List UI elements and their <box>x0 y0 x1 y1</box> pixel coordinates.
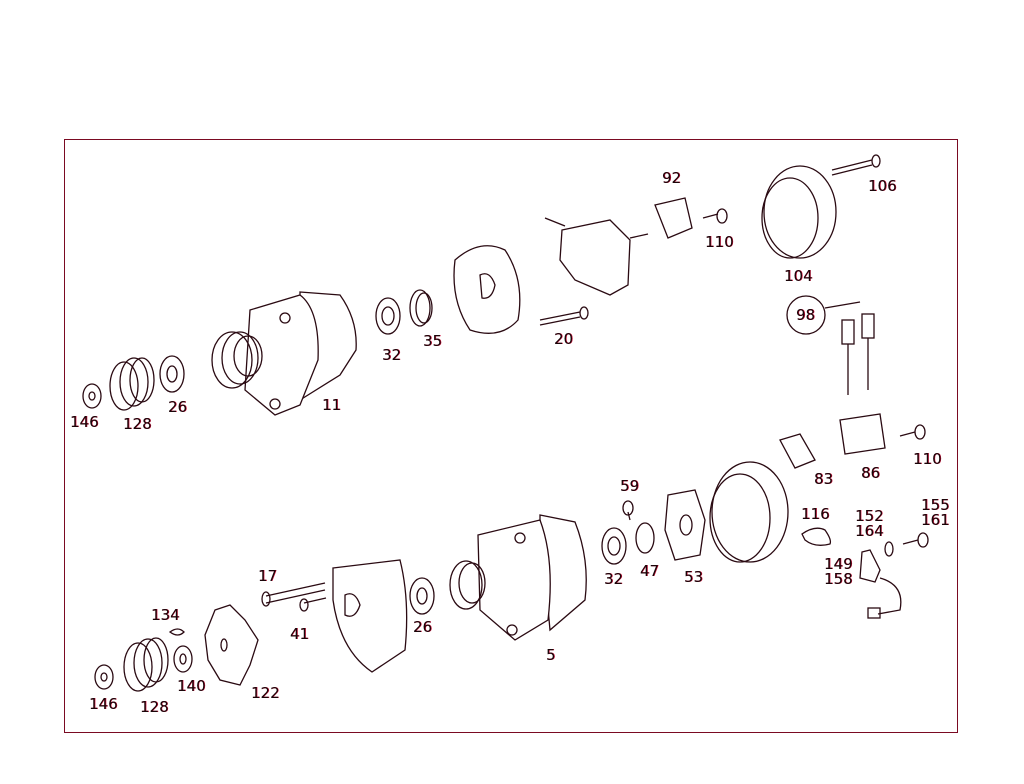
spacer-26-upper <box>159 355 185 393</box>
key-134 <box>168 628 185 636</box>
regulator-92 <box>654 197 693 239</box>
part-label-146b: 146 <box>89 695 118 713</box>
part-label-134: 134 <box>151 606 180 624</box>
screw-59 <box>622 500 634 521</box>
part-label-83: 83 <box>814 470 834 488</box>
alternator-5 <box>449 514 587 641</box>
part-label-86: 86 <box>861 464 881 482</box>
nut-146-upper <box>82 383 102 409</box>
cover <box>709 461 789 563</box>
part-label-110: 110 <box>705 233 734 251</box>
screw-110-upper <box>702 208 728 224</box>
part-label-32: 32 <box>382 346 402 364</box>
screw-41 <box>299 597 327 612</box>
part-label-155: 155 <box>921 496 950 514</box>
screw-155 <box>902 532 929 548</box>
part-label-140: 140 <box>177 677 206 695</box>
part-label-98: 98 <box>796 306 816 324</box>
bearing-32-lower <box>601 527 627 565</box>
bolt-17 <box>261 582 326 607</box>
part-label-164: 164 <box>855 522 884 540</box>
fan-122 <box>204 604 259 686</box>
part-label-128b: 128 <box>140 698 169 716</box>
diagram-frame <box>64 139 958 733</box>
part-label-26: 26 <box>168 398 188 416</box>
end-shield <box>453 245 521 334</box>
washer-152 <box>884 541 894 557</box>
part-label-17: 17 <box>258 567 278 585</box>
part-label-59: 59 <box>620 477 640 495</box>
pulley-128-upper <box>109 357 155 411</box>
sensor-149 <box>859 549 902 619</box>
part-label-35: 35 <box>423 332 443 350</box>
part-label-53: 53 <box>684 568 704 586</box>
part-label-158: 158 <box>824 570 853 588</box>
pulley-128-lower <box>123 637 169 692</box>
ring-47 <box>635 522 655 554</box>
brushes-98 <box>786 295 875 395</box>
gasket-116 <box>801 527 832 546</box>
bearing-32-upper <box>375 297 401 335</box>
drive-end-shield <box>332 559 408 673</box>
cap-104 <box>761 165 837 259</box>
part-label-104: 104 <box>784 267 813 285</box>
part-label-92: 92 <box>662 169 682 187</box>
screw-110-lower <box>899 424 926 440</box>
spacer-26-lower <box>409 577 435 615</box>
part-label-122: 122 <box>251 684 280 702</box>
ring-35 <box>409 289 433 327</box>
part-label-152: 152 <box>855 507 884 525</box>
part-label-116: 116 <box>801 505 830 523</box>
bolt-106 <box>831 154 881 176</box>
rectifier <box>544 217 649 296</box>
part-label-110b: 110 <box>913 450 942 468</box>
plate-53 <box>664 489 706 561</box>
part-label-128: 128 <box>123 415 152 433</box>
part-label-146: 146 <box>70 413 99 431</box>
nut-146-lower <box>94 664 114 690</box>
part-label-20: 20 <box>554 330 574 348</box>
part-label-5: 5 <box>546 646 556 664</box>
part-label-47: 47 <box>640 562 660 580</box>
part-label-32b: 32 <box>604 570 624 588</box>
part-label-161: 161 <box>921 511 950 529</box>
part-label-106: 106 <box>868 177 897 195</box>
spacer-140 <box>173 645 193 673</box>
holder-83 <box>779 433 816 469</box>
part-label-149: 149 <box>824 555 853 573</box>
bolt-20 <box>539 306 589 326</box>
alternator-11 <box>211 291 357 416</box>
part-label-26b: 26 <box>413 618 433 636</box>
regulator-86 <box>839 413 886 455</box>
part-label-41: 41 <box>290 625 310 643</box>
part-label-11: 11 <box>322 396 342 414</box>
